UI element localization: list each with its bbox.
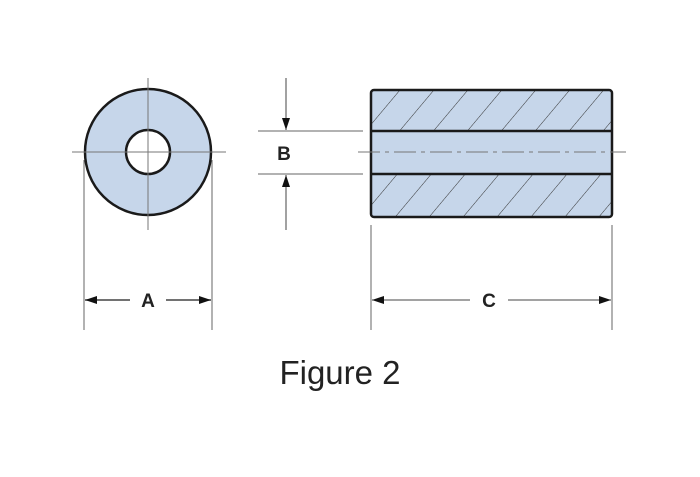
dimension-a: A (83, 160, 213, 330)
end-view (72, 78, 226, 230)
dimension-b: B (258, 78, 363, 230)
dimension-c: C (370, 225, 613, 330)
dimension-label-c: C (482, 291, 496, 312)
side-section-view (358, 88, 626, 219)
dimension-label-b: B (277, 144, 291, 165)
dimension-label-a: A (141, 291, 155, 312)
figure-caption: Figure 2 (279, 354, 400, 391)
